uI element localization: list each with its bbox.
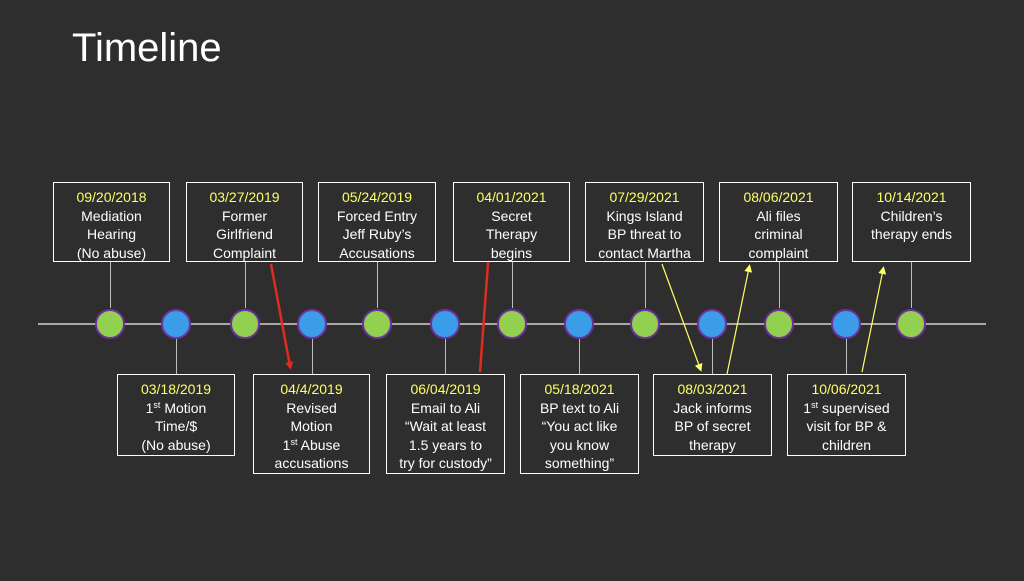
event-marker-green (362, 309, 392, 339)
red-arrow (269, 263, 294, 370)
connector-line (911, 262, 912, 308)
event-marker-blue (161, 309, 191, 339)
event-marker-green (896, 309, 926, 339)
connector-line (377, 262, 378, 308)
event-marker-blue (697, 309, 727, 339)
event-marker-green (497, 309, 527, 339)
event-marker-green (630, 309, 660, 339)
event-box-top: 03/27/2019 Former Girlfriend Complaint (186, 182, 303, 262)
event-box-bottom: 03/18/2019 1st Motion Time/$ (No abuse) (117, 374, 235, 456)
red-arrow (478, 246, 493, 373)
event-marker-green (95, 309, 125, 339)
connector-line (846, 338, 847, 375)
event-box-bottom: 10/06/2021 1st supervised visit for BP &… (787, 374, 906, 456)
event-box-bottom: 08/03/2021 Jack informs BP of secret the… (653, 374, 772, 456)
connector-line (110, 262, 111, 308)
connector-line (445, 338, 446, 375)
event-box-bottom: 04/4/2019 Revised Motion 1st Abuse accus… (253, 374, 370, 474)
event-box-top: 09/20/2018 Mediation Hearing (No abuse) (53, 182, 170, 262)
event-marker-blue (430, 309, 460, 339)
event-marker-blue (564, 309, 594, 339)
event-box-top: 07/29/2021 Kings Island BP threat to con… (585, 182, 704, 262)
event-box-top: 08/06/2021 Ali files criminal complaint (719, 182, 838, 262)
connector-line (312, 338, 313, 375)
event-marker-blue (831, 309, 861, 339)
yellow-arrow (661, 263, 703, 372)
yellow-arrow (861, 266, 887, 373)
connector-line (245, 262, 246, 308)
page-title: Timeline (72, 26, 222, 70)
connector-line (512, 262, 513, 308)
connector-line (779, 262, 780, 308)
connector-line (176, 338, 177, 375)
event-box-top: 04/01/2021 Secret Therapy begins (453, 182, 570, 262)
connector-line (645, 262, 646, 308)
event-box-bottom: 05/18/2021 BP text to Ali “You act like … (520, 374, 639, 474)
event-box-top: 05/24/2019 Forced Entry Jeff Ruby’s Accu… (318, 182, 436, 262)
event-box-top: 10/14/2021 Children’s therapy ends (852, 182, 971, 262)
event-marker-green (764, 309, 794, 339)
event-marker-green (230, 309, 260, 339)
yellow-arrow (726, 264, 753, 375)
connector-line (712, 338, 713, 375)
connector-line (579, 338, 580, 375)
event-box-bottom: 06/04/2019 Email to Ali “Wait at least 1… (386, 374, 505, 474)
event-marker-blue (297, 309, 327, 339)
